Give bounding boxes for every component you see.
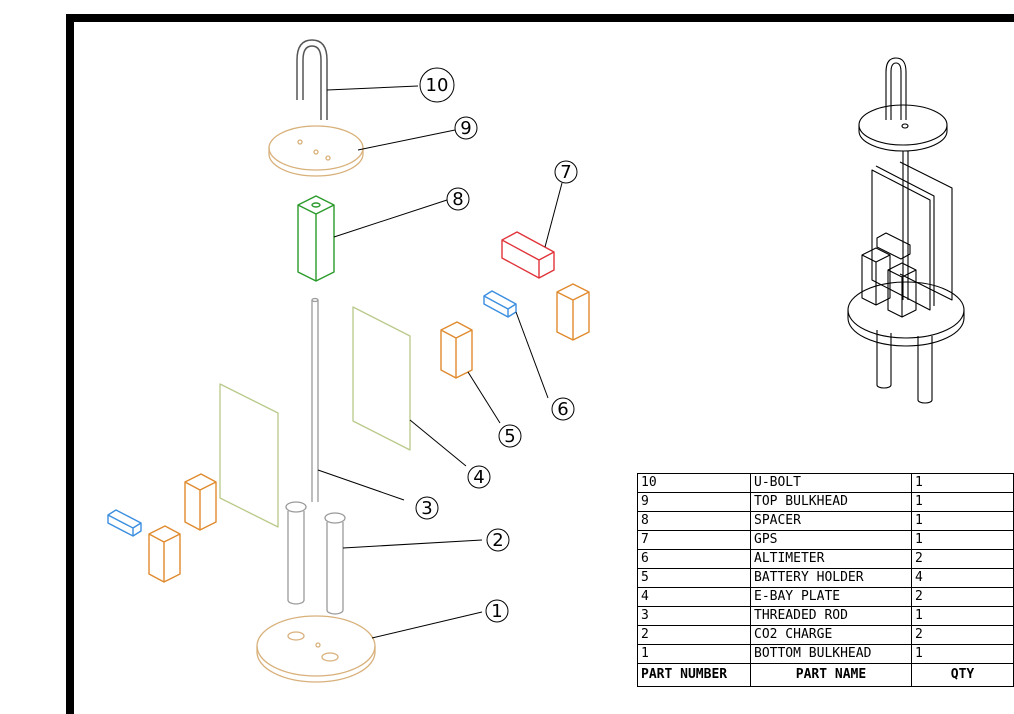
u-bolt: [296, 39, 328, 120]
part-name-cell: BOTTOM BULKHEAD: [750, 644, 912, 664]
qty-cell: 1: [911, 530, 1014, 550]
e-bay-plate: [219, 306, 411, 528]
callout-9: 9: [454, 116, 478, 140]
qty-cell: 1: [911, 473, 1014, 493]
part-number-header: PART NUMBER: [637, 663, 751, 687]
threaded-rod: [311, 297, 319, 502]
callout-label-6: 6: [557, 399, 568, 420]
part-name-cell: CO2 CHARGE: [750, 625, 912, 645]
qty-cell: 1: [911, 492, 1014, 512]
drawing-border: [66, 14, 1014, 714]
altimeter: [107, 290, 517, 537]
callout-label-5: 5: [504, 426, 515, 447]
qty-cell: 1: [911, 511, 1014, 531]
callout-label-3: 3: [421, 498, 432, 519]
part-name-cell: U-BOLT: [750, 473, 912, 493]
callout-label-2: 2: [492, 530, 503, 551]
part-name-cell: ALTIMETER: [750, 549, 912, 569]
part-number-cell: 7: [637, 530, 751, 550]
part-name-cell: GPS: [750, 530, 912, 550]
qty-cell: 1: [911, 644, 1014, 664]
part-name-header: PART NAME: [750, 663, 912, 687]
part-number-cell: 6: [637, 549, 751, 569]
bottom-bulkhead: [256, 615, 376, 683]
callout-1: 1: [485, 599, 509, 623]
part-number-cell: 10: [637, 473, 751, 493]
top-bulkhead: [268, 125, 364, 177]
table-header-row: PART NUMBER PART NAME QTY: [637, 663, 1014, 687]
part-number-cell: 3: [637, 606, 751, 626]
gps: [501, 231, 555, 279]
assembled-view: [847, 57, 965, 404]
co2-charge: [285, 501, 346, 615]
part-name-cell: TOP BULKHEAD: [750, 492, 912, 512]
part-number-cell: 9: [637, 492, 751, 512]
callout-2: 2: [486, 528, 510, 552]
qty-cell: 2: [911, 549, 1014, 569]
callout-6: 6: [551, 397, 575, 421]
callout-label-1: 1: [491, 601, 502, 622]
callout-4: 4: [467, 465, 491, 489]
callout-3: 3: [415, 496, 439, 520]
part-name-cell: SPACER: [750, 511, 912, 531]
part-number-cell: 4: [637, 587, 751, 607]
spacer: [297, 195, 335, 282]
callout-8: 8: [446, 187, 470, 211]
battery-holder: [148, 283, 590, 583]
part-name-cell: THREADED ROD: [750, 606, 912, 626]
part-name-cell: BATTERY HOLDER: [750, 568, 912, 588]
callout-label-4: 4: [473, 467, 484, 488]
qty-cell: 4: [911, 568, 1014, 588]
qty-cell: 1: [911, 606, 1014, 626]
callout-label-8: 8: [452, 189, 463, 210]
part-number-cell: 8: [637, 511, 751, 531]
part-number-cell: 1: [637, 644, 751, 664]
callouts: 10 9 8 7 6 5 4 3 2 1: [415, 67, 578, 623]
callout-label-10: 10: [426, 75, 449, 96]
qty-header: QTY: [911, 663, 1014, 687]
part-name-cell: E-BAY PLATE: [750, 587, 912, 607]
leader-lines: [317, 85, 563, 639]
qty-cell: 2: [911, 625, 1014, 645]
callout-7: 7: [554, 160, 578, 184]
part-number-cell: 5: [637, 568, 751, 588]
callout-label-7: 7: [560, 162, 571, 183]
part-number-cell: 2: [637, 625, 751, 645]
callout-5: 5: [498, 424, 522, 448]
callout-label-9: 9: [460, 118, 471, 139]
callout-10: 10: [419, 67, 455, 103]
qty-cell: 2: [911, 587, 1014, 607]
